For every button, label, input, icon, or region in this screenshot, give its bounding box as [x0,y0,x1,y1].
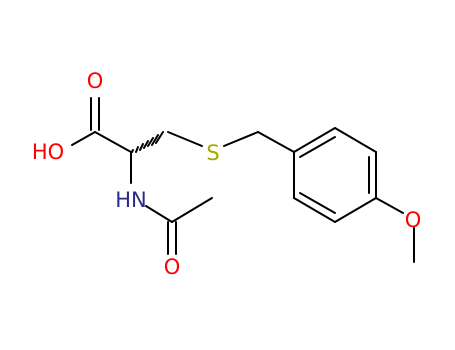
benzene-ring [293,127,377,223]
hashed-wedge-bond [131,131,164,153]
bond-ring-methoxy-o [375,197,404,214]
bond-n-amide-c [145,205,173,223]
atom-oxygen-methoxy: O [405,208,422,232]
bond-s-benzyl [223,131,259,147]
bond-benzyl-ring [257,131,295,153]
atom-oxygen-acid-carbonyl: O [87,69,104,93]
bond-acid-c-alpha [94,131,132,153]
bond-acid-c-oh [71,131,96,146]
bond-amide-c-ch3 [171,197,213,223]
bond-ch2-s [167,131,203,147]
atom-sulfur: S [206,141,219,165]
atom-hydroxyl: HO [32,140,64,164]
atom-amine: HN [115,188,147,212]
atom-oxygen-amide-carbonyl: O [164,255,181,279]
